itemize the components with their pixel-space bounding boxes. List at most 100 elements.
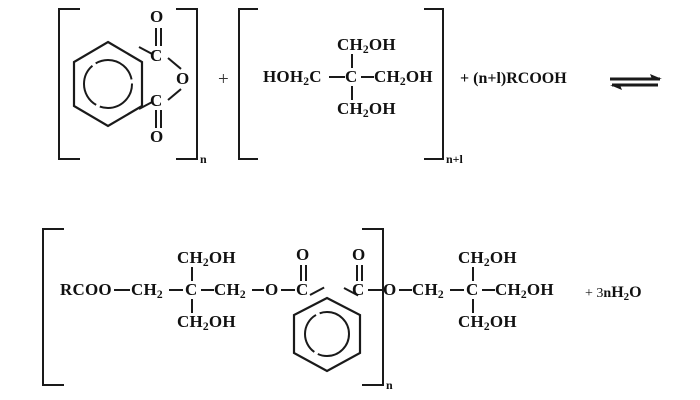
label-bottom-oh-2-tail: OH [489,312,517,331]
label-ch2-c: CH2 [412,281,444,301]
label-carbonyl-carbon-bottom: C [150,91,163,110]
label-top-oh-2-sub: 2 [483,256,490,270]
label-ch2-a: CH2 [131,281,163,301]
bracket-subscript-n-2: n [386,378,393,392]
bond-c-up-1 [191,267,193,281]
bond-rcoo-ch2 [114,289,130,291]
label-pe-left-tail: C [309,67,322,86]
double-bond-right-a [356,265,358,281]
label-water-tail: O [629,284,642,301]
label-water-sub: 2 [623,291,630,304]
double-bond-top-b [160,28,162,46]
label-ester-o-right: O [383,280,397,299]
bond-o-carbonyl-left [281,289,295,291]
benzene-ring-phthalic [72,40,144,128]
bond-ch2a-c [169,289,183,291]
label-pe-left: HOH2C [263,68,322,88]
label-carbonyl-o-right: O [352,245,366,264]
label-top-oh-1-text: CH [177,248,203,267]
label-pe-right-text: CH [374,67,400,86]
label-ch2-c-sub: 2 [437,288,444,302]
bond-o-ch2c [399,289,412,291]
bracket-right-product [362,228,384,386]
label-center-c2: C [466,280,479,299]
label-bottom-oh-1: CH2OH [177,313,236,333]
label-pe-right-sub: 2 [399,75,406,89]
bond-c-down-2 [472,299,474,313]
label-carbonyl-c-left: C [296,280,309,299]
bracket-left-product [42,228,64,386]
bond-pe-right [361,76,374,78]
bond-ch2b-o [252,289,264,291]
label-ch2-b-text: CH [214,280,240,299]
label-water-formula: H [611,284,624,301]
operator-plus-1: + [218,69,229,90]
label-bottom-oh-1-text: CH [177,312,203,331]
label-bottom-oh-1-tail: OH [208,312,236,331]
label-top-oh-2: CH2OH [458,249,517,269]
label-ch2-a-text: CH [131,280,157,299]
label-pe-right-tail: OH [405,67,433,86]
label-top-oh-1: CH2OH [177,249,236,269]
label-carbonyl-c-right: C [352,280,365,299]
bracket-subscript-n-1: n [200,152,207,166]
label-water-byproduct: + 3nH2O [585,284,642,303]
label-center-c: C [185,280,198,299]
label-pe-top: CH2OH [337,36,396,56]
bracket-right-pentaerythritol [424,8,444,160]
bracket-subscript-n-plus-1: n+l [446,152,463,166]
label-pe-bottom-tail: OH [368,99,396,118]
label-water-prefix: + 3 [585,286,604,301]
label-ring-oxygen: O [176,69,190,88]
label-right-oh-2: CH2OH [495,281,554,301]
label-carbonyl-oxygen-bottom: O [150,127,164,146]
label-bottom-oh-2: CH2OH [458,313,517,333]
label-ch2-b: CH2 [214,281,246,301]
double-bond-left-b [305,265,307,281]
label-top-oh-2-text: CH [458,248,484,267]
bracket-right-phthalic-anhydride [176,8,198,160]
label-pe-top-text: CH [337,35,363,54]
label-top-oh-1-sub: 2 [202,256,209,270]
label-carbonyl-oxygen-top: O [150,7,164,26]
label-carbonyl-o-left: O [296,245,310,264]
label-bottom-oh-2-sub: 2 [483,320,490,334]
label-ch2-b-sub: 2 [239,288,246,302]
label-water-coefficient: n [603,286,612,301]
bond-pe-left [329,76,345,78]
label-pe-center: C [345,67,358,86]
double-bond-bottom-b [160,110,162,128]
bond-carbonyl-o-right [368,289,382,291]
bracket-left-phthalic-anhydride [58,8,80,160]
equilibrium-arrow-icon [610,74,662,90]
label-pe-right: CH2OH [374,68,433,88]
label-fatty-acid: + (n+l)RCOOH [460,70,567,87]
label-pe-bottom: CH2OH [337,100,396,120]
label-pe-top-tail: OH [368,35,396,54]
bond-ch2c-c2 [450,289,464,291]
label-bottom-oh-1-sub: 2 [202,320,209,334]
label-pe-top-sub: 2 [362,43,369,57]
label-pe-left-sub: 2 [303,75,310,89]
bond-c-ch2b [201,289,214,291]
label-bottom-oh-2-text: CH [458,312,484,331]
label-pe-left-text: HOH [263,67,304,86]
bond-c-down-1 [191,299,193,313]
label-ch2-a-sub: 2 [156,288,163,302]
double-bond-right-b [361,265,363,281]
label-pe-bottom-text: CH [337,99,363,118]
bond-pe-up [351,54,353,68]
label-right-oh-2-sub: 2 [520,288,527,302]
double-bond-bottom-a [155,110,157,128]
bond-c-up-2 [472,267,474,281]
label-carbonyl-carbon-top: C [150,46,163,65]
bracket-left-pentaerythritol [238,8,258,160]
double-bond-left-a [300,265,302,281]
label-pe-bottom-sub: 2 [362,107,369,121]
double-bond-top-a [155,28,157,46]
label-rcoo: RCOO [60,280,112,299]
label-right-oh-2-tail: OH [526,280,554,299]
bond-c2-ch2oh [482,289,495,291]
label-ch2-c-text: CH [412,280,438,299]
